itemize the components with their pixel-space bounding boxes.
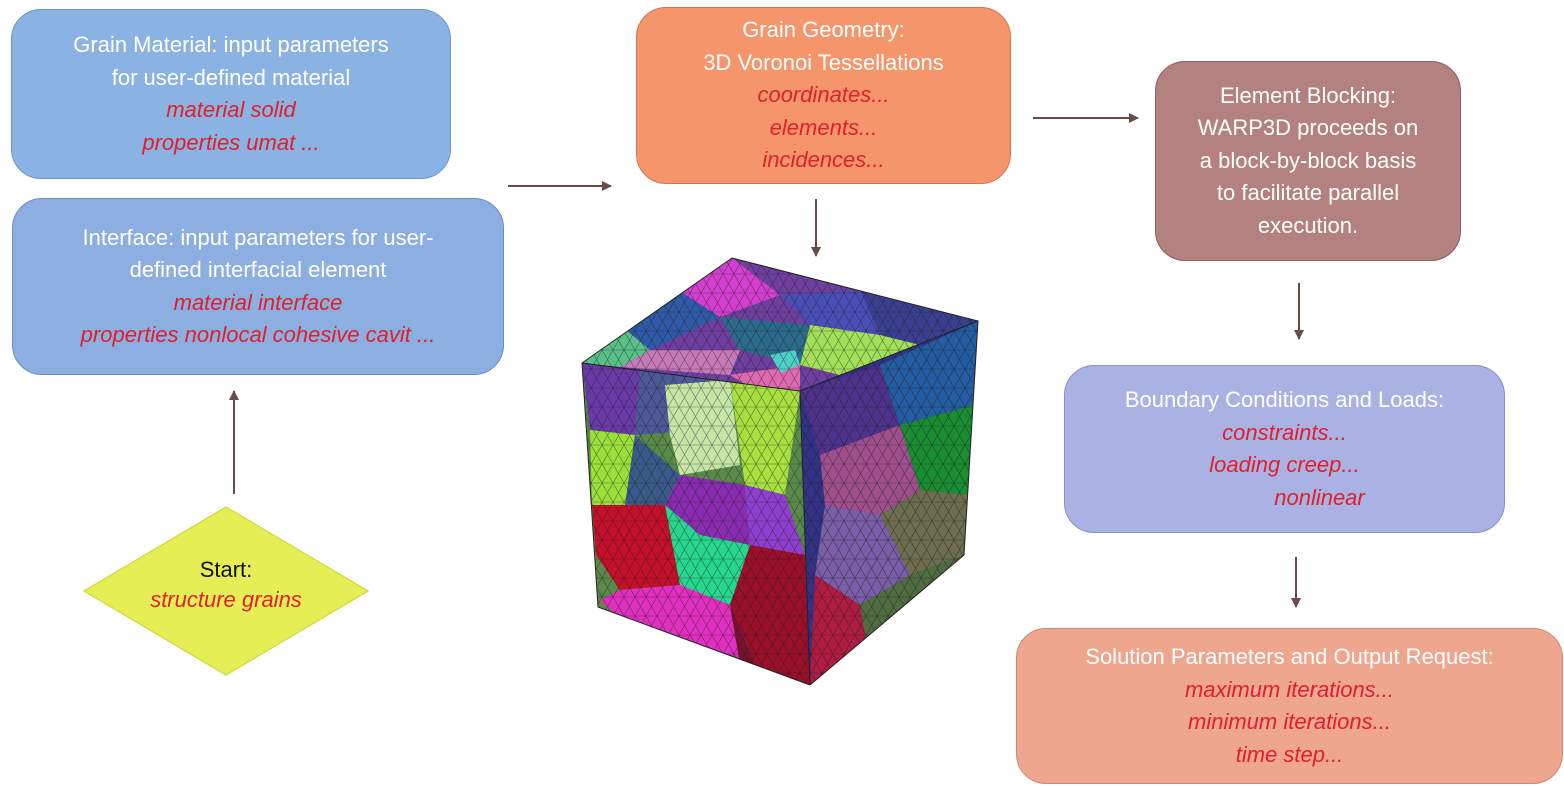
grain-geometry-keyword-3: incidences... bbox=[762, 147, 885, 173]
grain-geometry-box: Grain Geometry: 3D Voronoi Tessellations… bbox=[636, 7, 1011, 184]
interface-keyword-1: material interface bbox=[173, 289, 343, 315]
boundary-keyword-3: nonlinear bbox=[1274, 484, 1365, 510]
grain-geometry-line-2: 3D Voronoi Tessellations bbox=[703, 49, 944, 75]
boundary-keyword-2: loading creep... bbox=[1209, 452, 1360, 477]
grain-geometry-keyword-1: coordinates... bbox=[757, 82, 890, 108]
interface-line-2: defined interfacial element bbox=[129, 257, 387, 282]
start-label-group: Start: structure grains bbox=[83, 555, 369, 615]
element-blocking-line-1: Element Blocking: bbox=[1219, 82, 1397, 108]
start-diamond bbox=[83, 506, 369, 676]
grain-geometry-line-1: Grain Geometry: bbox=[742, 17, 905, 43]
element-blocking-line-4: to facilitate parallel bbox=[1216, 180, 1400, 206]
interface-box: Interface: input parameters for user- de… bbox=[12, 198, 504, 375]
start-keyword: structure grains bbox=[150, 587, 302, 612]
grain-material-keyword-2: properties umat ... bbox=[142, 129, 320, 155]
solution-keyword-2: minimum iterations... bbox=[1188, 709, 1391, 734]
solution-parameters-box: Solution Parameters and Output Request: … bbox=[1016, 628, 1563, 784]
boundary-conditions-box: Boundary Conditions and Loads: constrain… bbox=[1064, 365, 1505, 533]
solution-keyword-1: maximum iterations... bbox=[1184, 676, 1395, 702]
grain-material-box: Grain Material: input parameters for use… bbox=[11, 9, 451, 179]
grain-geometry-keyword-2: elements... bbox=[769, 114, 878, 140]
element-blocking-box: Element Blocking: WARP3D proceeds on a b… bbox=[1155, 61, 1461, 261]
solution-keyword-3: time step... bbox=[1235, 741, 1344, 767]
grain-material-line-2: for user-defined material bbox=[111, 64, 351, 90]
boundary-line-1: Boundary Conditions and Loads: bbox=[1124, 387, 1445, 412]
solution-line-1: Solution Parameters and Output Request: bbox=[1085, 644, 1494, 669]
element-blocking-line-2: WARP3D proceeds on bbox=[1197, 115, 1419, 141]
grain-material-line-1: Grain Material: input parameters bbox=[73, 32, 389, 57]
interface-line-1: Interface: input parameters for user- bbox=[82, 224, 434, 250]
boundary-keyword-1: constraints... bbox=[1222, 419, 1347, 445]
element-blocking-line-5: execution. bbox=[1257, 212, 1359, 238]
voronoi-mesh-cube-image bbox=[581, 257, 979, 685]
interface-keyword-2: properties nonlocal cohesive cavit ... bbox=[80, 322, 436, 347]
start-label: Start: bbox=[199, 557, 253, 582]
element-blocking-line-3: a block-by-block basis bbox=[1199, 147, 1417, 173]
grain-material-keyword-1: material solid bbox=[166, 97, 296, 122]
